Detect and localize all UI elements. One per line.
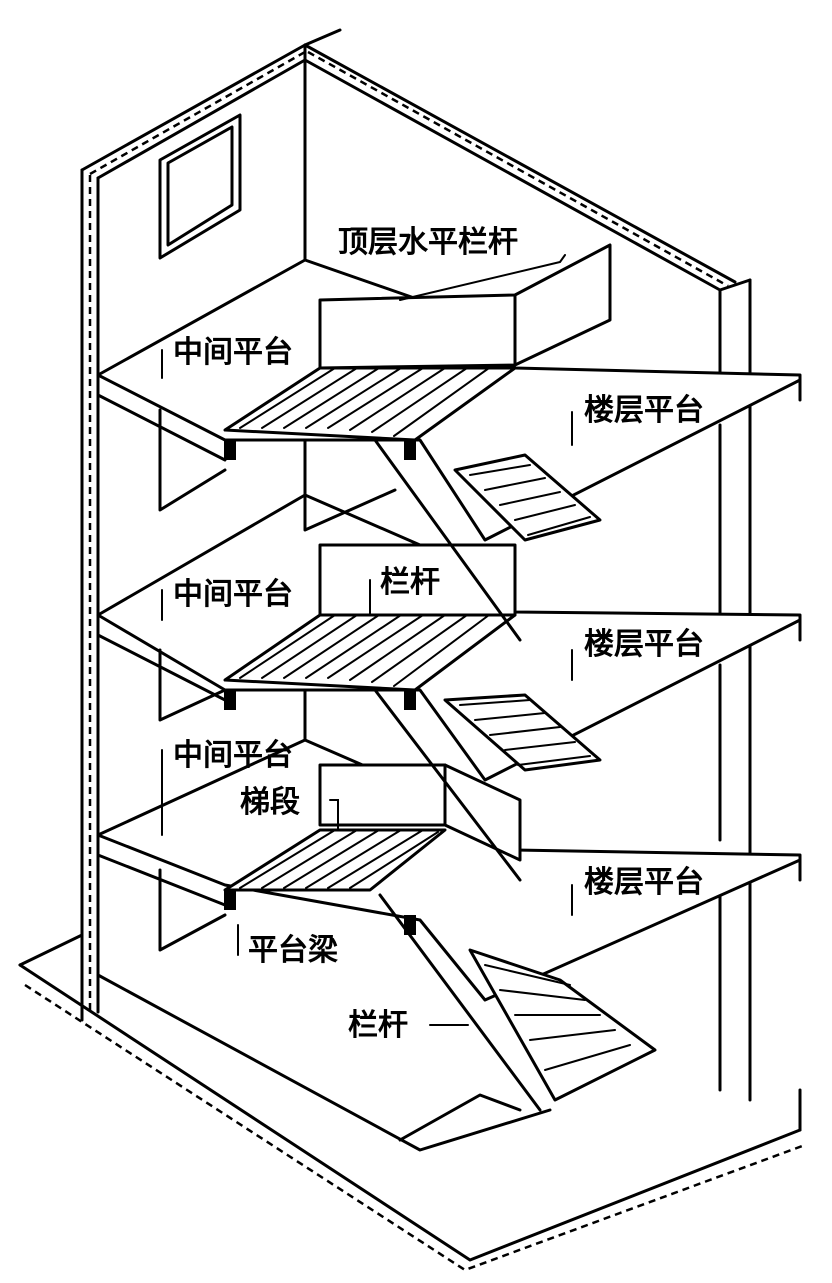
landing-beams [224,440,416,935]
wall-openings [158,408,397,952]
label-landing-beam: 平台梁 [248,933,338,968]
label-mid-landing-2: 中间平台 [173,577,293,612]
railings [318,243,612,862]
stair-flights [223,366,657,1112]
ground [18,933,806,1272]
label-railing-2: 栏杆 [348,1008,408,1043]
label-floor-landing-1: 楼层平台 [584,393,704,428]
label-top-railing: 顶层水平栏杆 [338,225,518,260]
window [158,113,242,260]
leader-lines [161,254,573,1026]
label-floor-landing-2: 楼层平台 [584,627,704,662]
labels: 顶层水平栏杆 中间平台 楼层平台 中间平台 栏杆 楼层平台 中间平台 梯段 楼层… [173,225,704,1043]
label-railing-1: 栏杆 [380,565,440,600]
label-mid-landing-3: 中间平台 [173,738,293,773]
right-wall [303,43,752,1102]
label-floor-landing-3: 楼层平台 [584,865,704,900]
label-mid-landing-1: 中间平台 [173,335,293,370]
label-flight: 梯段 [240,785,300,820]
